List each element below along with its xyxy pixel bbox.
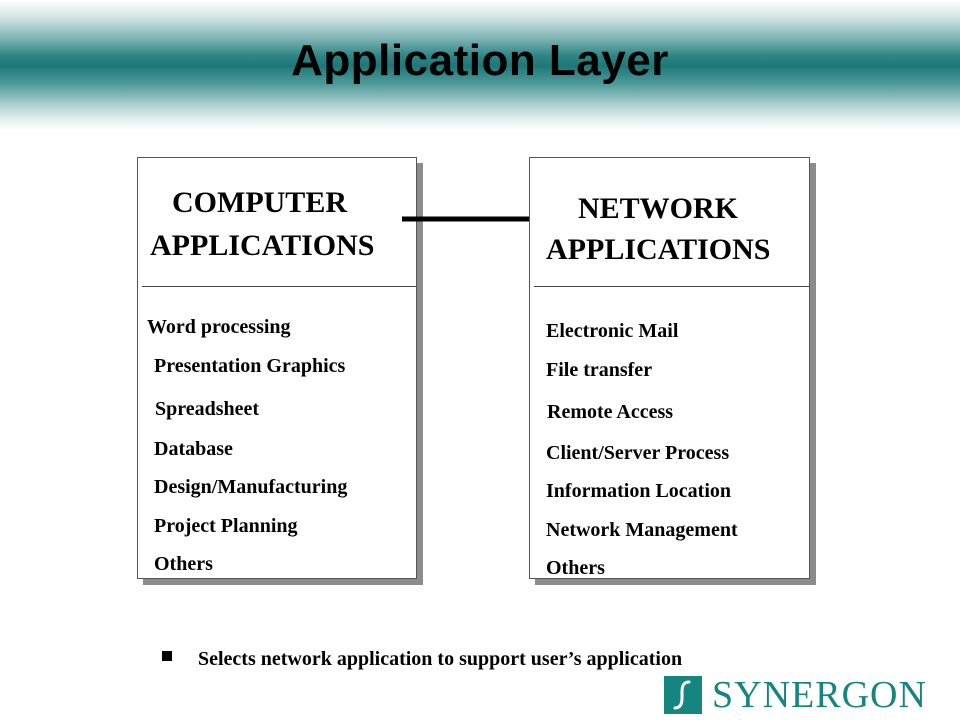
bullet-text: Selects network application to support u…	[198, 648, 683, 670]
network-item-client-server-process: Client/Server Process	[546, 442, 730, 464]
synergon-logo-icon	[664, 676, 702, 714]
computer-heading-line1: COMPUTER	[172, 186, 347, 219]
network-item-others: Others	[546, 557, 605, 579]
computer-divider	[142, 286, 416, 287]
network-heading-line1: NETWORK	[578, 192, 739, 225]
bullet-marker	[162, 651, 172, 661]
header-band	[0, 0, 960, 130]
computer-item-design-manufacturing: Design/Manufacturing	[154, 476, 348, 498]
network-item-remote-access: Remote Access	[547, 401, 674, 423]
network-item-electronic-mail: Electronic Mail	[546, 320, 679, 342]
slide-title: Application Layer	[291, 36, 669, 85]
computer-item-database: Database	[154, 438, 233, 460]
computer-applications-box: COMPUTER APPLICATIONS Word processing Pr…	[137, 157, 417, 579]
network-applications-box: NETWORK APPLICATIONS Electronic Mail Fil…	[529, 157, 810, 579]
network-heading-line2: APPLICATIONS	[546, 233, 771, 266]
computer-item-project-planning: Project Planning	[154, 515, 298, 537]
computer-item-presentation-graphics: Presentation Graphics	[154, 355, 346, 377]
computer-item-word-processing: Word processing	[147, 316, 291, 338]
computer-heading-line2: APPLICATIONS	[150, 229, 375, 262]
network-item-information-location: Information Location	[546, 480, 731, 502]
computer-item-others: Others	[154, 553, 213, 575]
network-item-file-transfer: File transfer	[546, 359, 653, 381]
synergon-logo-text: SYNERGON	[712, 674, 927, 716]
computer-item-spreadsheet: Spreadsheet	[155, 398, 260, 420]
network-item-network-management: Network Management	[546, 519, 738, 541]
network-divider	[534, 286, 809, 287]
